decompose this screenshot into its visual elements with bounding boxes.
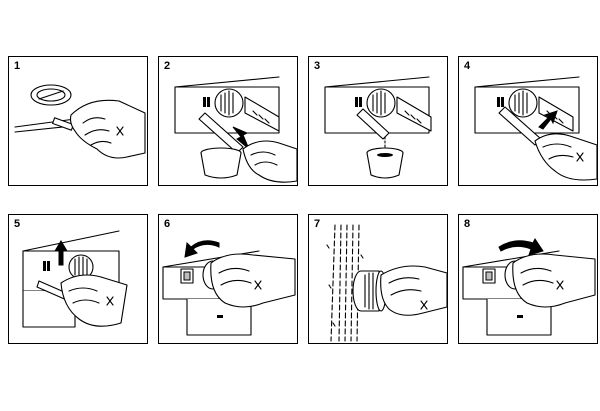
step-panel-8: 8 [458, 214, 598, 344]
illustration-turn-clockwise [459, 215, 599, 345]
step-panel-1: 1 [8, 56, 148, 186]
illustration-drain-hose [159, 57, 299, 187]
illustration-hose-draining [309, 57, 449, 187]
step-panel-4: 4 [458, 56, 598, 186]
step-panel-7: 7 [308, 214, 448, 344]
step-panel-2: 2 [158, 56, 298, 186]
illustration-push-hose-back [459, 57, 599, 187]
illustration-lift-out [9, 215, 149, 345]
step-panel-6: 6 [158, 214, 298, 344]
illustration-turn-anticlockwise [159, 215, 299, 345]
step-panel-3: 3 [308, 56, 448, 186]
illustration-rinse-filter [309, 215, 449, 345]
illustration-coin-unscrew [9, 57, 149, 187]
step-panel-5: 5 [8, 214, 148, 344]
